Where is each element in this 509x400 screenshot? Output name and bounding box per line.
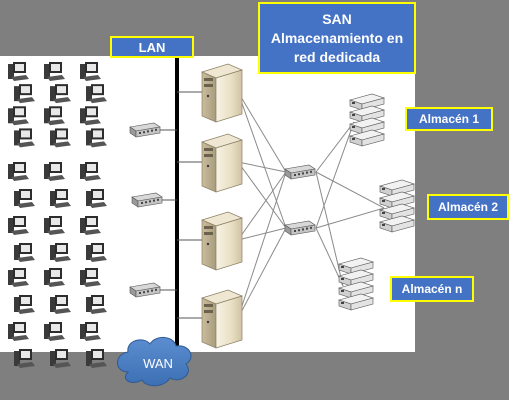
desktop-computer-icon bbox=[86, 189, 107, 208]
desktop-computer-icon bbox=[14, 189, 35, 208]
desktop-computer-icon bbox=[14, 128, 35, 148]
network-switch-icon bbox=[129, 122, 161, 138]
desktop-computer-icon bbox=[50, 128, 71, 148]
san-link bbox=[315, 171, 385, 209]
desktop-computer-icon bbox=[8, 268, 29, 287]
workstation-group bbox=[8, 268, 107, 368]
disk-array-icon bbox=[348, 93, 386, 147]
desktop-computer-icon bbox=[86, 128, 107, 148]
desktop-computer-icon bbox=[80, 216, 101, 235]
san-link bbox=[237, 171, 287, 319]
san-label: SAN Almacenamiento en red dedicada bbox=[258, 2, 416, 74]
panel-top-strip bbox=[194, 56, 258, 66]
workstation-group bbox=[8, 62, 107, 148]
desktop-computer-icon bbox=[8, 62, 29, 81]
san-link bbox=[237, 171, 287, 241]
network-switch-icon bbox=[129, 282, 161, 298]
desktop-computer-icon bbox=[14, 84, 35, 104]
workstation-group bbox=[8, 162, 107, 262]
san-link bbox=[237, 161, 287, 229]
tower-server-icon bbox=[200, 63, 244, 123]
san-link bbox=[315, 227, 344, 287]
servers bbox=[200, 63, 244, 349]
desktop-computer-icon bbox=[86, 349, 107, 368]
san-link bbox=[237, 91, 287, 173]
san-link bbox=[315, 121, 355, 173]
san-label-line-3: red dedicada bbox=[293, 48, 381, 65]
storage-2-label: Almacén 2 bbox=[427, 194, 509, 220]
lan-switches bbox=[129, 122, 163, 298]
desktop-computer-icon bbox=[80, 162, 101, 181]
storage-n-label: Almacén n bbox=[390, 276, 474, 302]
disk-array-icon bbox=[337, 257, 375, 311]
desktop-computer-icon bbox=[86, 243, 107, 262]
fabric-switch-icon bbox=[284, 220, 316, 236]
desktop-computer-icon bbox=[8, 106, 29, 126]
san-label-line-1: SAN bbox=[322, 10, 352, 27]
desktop-computer-icon bbox=[50, 243, 71, 262]
desktop-computer-icon bbox=[44, 268, 65, 287]
fabric-switch-icon bbox=[284, 164, 316, 180]
tower-server-icon bbox=[200, 133, 244, 193]
wan-cloud-icon bbox=[117, 337, 192, 387]
desktop-computer-icon bbox=[14, 295, 35, 314]
desktop-computer-icon bbox=[80, 322, 101, 341]
san-link bbox=[315, 171, 344, 287]
connection-lines bbox=[159, 91, 385, 319]
disk-array-icon bbox=[378, 179, 416, 233]
desktop-computer-icon bbox=[8, 216, 29, 235]
workstation-groups bbox=[8, 62, 107, 368]
desktop-computer-icon bbox=[80, 106, 101, 126]
storage-arrays bbox=[337, 93, 416, 311]
desktop-computer-icon bbox=[80, 62, 101, 81]
desktop-computer-icon bbox=[14, 349, 35, 368]
san-link bbox=[237, 227, 287, 319]
san-label-line-2: Almacenamiento en bbox=[270, 29, 404, 46]
desktop-computer-icon bbox=[50, 349, 71, 368]
desktop-computer-icon bbox=[44, 62, 65, 81]
desktop-computer-icon bbox=[86, 84, 107, 104]
desktop-computer-icon bbox=[44, 322, 65, 341]
desktop-computer-icon bbox=[80, 268, 101, 287]
desktop-computer-icon bbox=[44, 162, 65, 181]
desktop-computer-icon bbox=[50, 189, 71, 208]
desktop-computer-icon bbox=[8, 322, 29, 341]
wan-label: WAN bbox=[143, 356, 173, 371]
tower-server-icon bbox=[200, 211, 244, 271]
san-switches bbox=[284, 164, 316, 236]
desktop-computer-icon bbox=[44, 216, 65, 235]
desktop-computer-icon bbox=[8, 162, 29, 181]
desktop-computer-icon bbox=[50, 295, 71, 314]
storage-1-label: Almacén 1 bbox=[405, 107, 493, 131]
san-link bbox=[237, 161, 287, 173]
desktop-computer-icon bbox=[86, 295, 107, 314]
network-switch-icon bbox=[131, 192, 163, 208]
san-link bbox=[315, 207, 385, 229]
san-link bbox=[237, 91, 287, 229]
lan-label: LAN bbox=[110, 36, 194, 58]
san-link bbox=[237, 227, 287, 241]
desktop-computer-icon bbox=[50, 84, 71, 104]
tower-server-icon bbox=[200, 289, 244, 349]
desktop-computer-icon bbox=[14, 243, 35, 262]
san-link bbox=[315, 121, 355, 229]
desktop-computer-icon bbox=[44, 106, 65, 126]
